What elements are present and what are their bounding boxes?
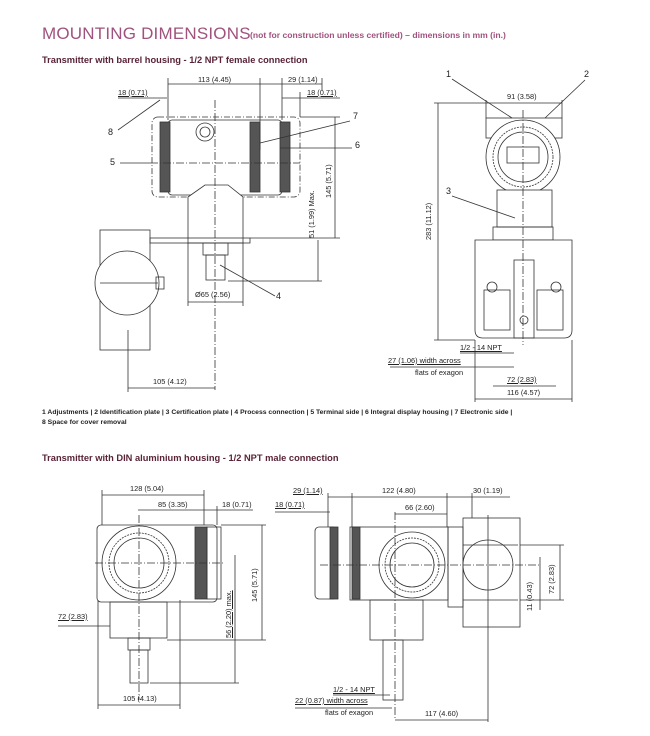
- dim-label: 72 (2.83): [58, 612, 88, 621]
- dim-label: 22 (0.87) width across: [295, 696, 368, 705]
- barrel-side-view-drawing: [94, 78, 352, 392]
- barrel-front-view-drawing: [390, 78, 586, 402]
- dim-label: Ø65 (2.56): [195, 290, 231, 299]
- dim-label: 105 (4.13): [123, 694, 157, 703]
- dim-label: 18 (0.71): [222, 500, 252, 509]
- legend-line-1: 1 Adjustments | 2 Identification plate |…: [42, 409, 513, 416]
- dim-label: 105 (4.12): [153, 377, 187, 386]
- callout-number: 5: [110, 157, 116, 167]
- dim-label: 128 (5.04): [130, 484, 164, 493]
- dim-label: 91 (3.58): [507, 92, 537, 101]
- section-heading-barrel: Transmitter with barrel housing - 1/2 NP…: [42, 55, 308, 65]
- dim-label: 122 (4.80): [382, 486, 416, 495]
- callout-number: 6: [355, 140, 361, 150]
- dim-label: 56 (2.20) max.: [224, 590, 233, 638]
- dim-label: flats of exagon: [415, 368, 464, 377]
- dim-label: flats of exagon: [325, 708, 374, 717]
- dim-label: 51 (1.99) Max.: [307, 190, 316, 238]
- dim-label: 11 (0.43): [525, 581, 534, 611]
- dim-label: 18 (0.71): [118, 88, 148, 97]
- dim-label: 66 (2.60): [405, 503, 435, 512]
- dim-label: 27 (1.06) width across: [388, 356, 461, 365]
- dim-label: 85 (3.35): [158, 500, 188, 509]
- callout-number: 1: [446, 69, 452, 79]
- dim-label: 1/2 - 14 NPT: [460, 343, 502, 352]
- section-heading-din: Transmitter with DIN aluminium housing -…: [42, 453, 339, 463]
- din-side-view-drawing: [275, 493, 564, 722]
- callout-number: 7: [353, 111, 359, 121]
- dim-label: 18 (0.71): [275, 500, 305, 509]
- dim-label: 145 (5.71): [250, 568, 259, 602]
- callout-number: 8: [108, 127, 114, 137]
- legend-line-2: 8 Space for cover removal: [42, 419, 127, 426]
- callout-number: 3: [446, 186, 452, 196]
- dim-label: 283 (11.12): [424, 202, 433, 240]
- din-front-view-drawing: [58, 490, 266, 709]
- dim-label: 117 (4.60): [425, 709, 459, 718]
- dim-label: 18 (0.71): [307, 88, 337, 97]
- dim-label: 113 (4.45): [198, 75, 232, 84]
- dim-label: 116 (4.57): [507, 388, 541, 397]
- dim-label: 1/2 - 14 NPT: [333, 685, 375, 694]
- dim-label: 72 (2.83): [547, 564, 556, 594]
- dim-label: 29 (1.14): [288, 75, 318, 84]
- dim-label: 72 (2.83): [507, 375, 537, 384]
- dim-label: 30 (1.19): [473, 486, 503, 495]
- page-subtitle: (not for construction unless certified) …: [250, 30, 506, 40]
- callout-number: 4: [276, 291, 282, 301]
- dim-label: 29 (1.14): [293, 486, 323, 495]
- callout-number: 2: [584, 69, 590, 79]
- page-title: MOUNTING DIMENSIONS: [42, 24, 251, 43]
- dim-label: 145 (5.71): [324, 164, 333, 198]
